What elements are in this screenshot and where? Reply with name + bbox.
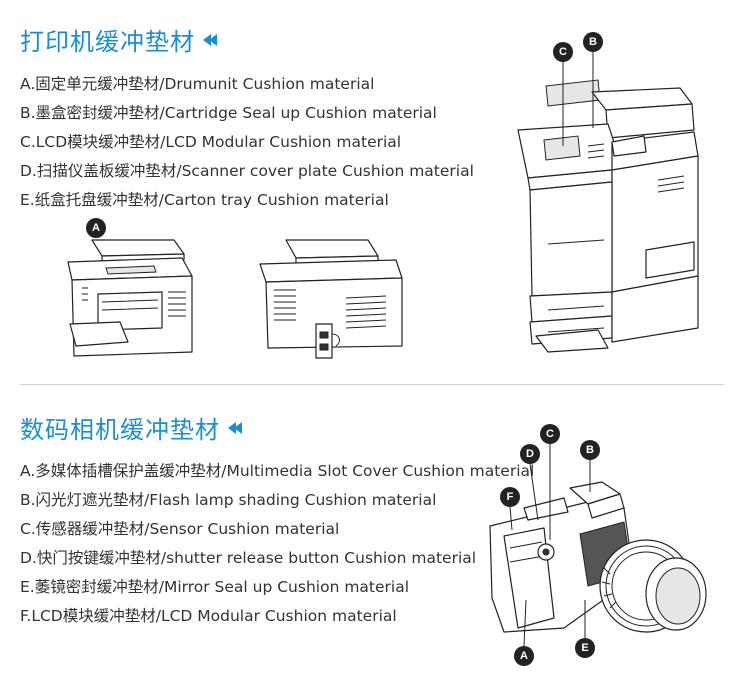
list-item: B.墨盒密封缓冲垫材/Cartridge Seal up Cushion mat… — [20, 104, 437, 122]
printer-section-title: 打印机缓冲垫材 — [20, 22, 217, 57]
list-item: C.传感器缓冲垫材/Sensor Cushion material — [20, 520, 340, 538]
list-item: E.萎镜密封缓冲垫材/Mirror Seal up Cushion materi… — [20, 578, 410, 596]
callout-badge-d-camera: D — [520, 444, 540, 464]
callout-badge-a: A — [86, 218, 106, 238]
camera-section-title-text: 数码相机缓冲垫材 — [20, 416, 220, 444]
printer-rear-illustration — [259, 239, 403, 359]
list-item: E.纸盒托盘缓冲垫材/Carton tray Cushion material — [20, 191, 389, 209]
camera-section-title: 数码相机缓冲垫材 — [20, 410, 242, 445]
list-item: C.LCD模块缓冲垫材/LCD Modular Cushion material — [20, 133, 402, 151]
dslr-camera-illustration — [489, 481, 707, 633]
section-divider — [20, 384, 724, 385]
printer-material-list: A.固定单元缓冲垫材/Drumunit Cushion material B.墨… — [20, 70, 474, 215]
double-left-arrow-icon — [203, 33, 217, 46]
list-item: B.闪光灯遮光垫材/Flash lamp shading Cushion mat… — [20, 491, 437, 509]
list-item: F.LCD模块缓冲垫材/LCD Modular Cushion material — [20, 607, 397, 625]
callout-badge-b-camera: B — [580, 440, 600, 460]
mfp-printer-illustration — [67, 239, 193, 357]
callout-badge-f-camera: F — [500, 487, 520, 507]
copier-illustration — [517, 79, 699, 353]
list-item: D.扫描仪盖板缓冲垫材/Scanner cover plate Cushion … — [20, 162, 474, 180]
camera-material-list: A.多媒体插槽保护盖缓冲垫材/Multimedia Slot Cover Cus… — [20, 457, 534, 631]
callout-badge-e-camera: E — [575, 638, 595, 658]
double-left-arrow-icon — [228, 421, 242, 434]
callout-badge-a-camera: A — [514, 646, 534, 666]
callout-badge-c-printer: C — [553, 42, 573, 62]
list-item: A.固定单元缓冲垫材/Drumunit Cushion material — [20, 75, 375, 93]
printer-section-title-text: 打印机缓冲垫材 — [20, 28, 195, 56]
list-item: D.快门按键缓冲垫材/shutter release button Cushio… — [20, 549, 477, 567]
list-item: A.多媒体插槽保护盖缓冲垫材/Multimedia Slot Cover Cus… — [20, 462, 535, 480]
callout-badge-b-printer: B — [583, 32, 603, 52]
callout-badge-c-camera: C — [540, 424, 560, 444]
